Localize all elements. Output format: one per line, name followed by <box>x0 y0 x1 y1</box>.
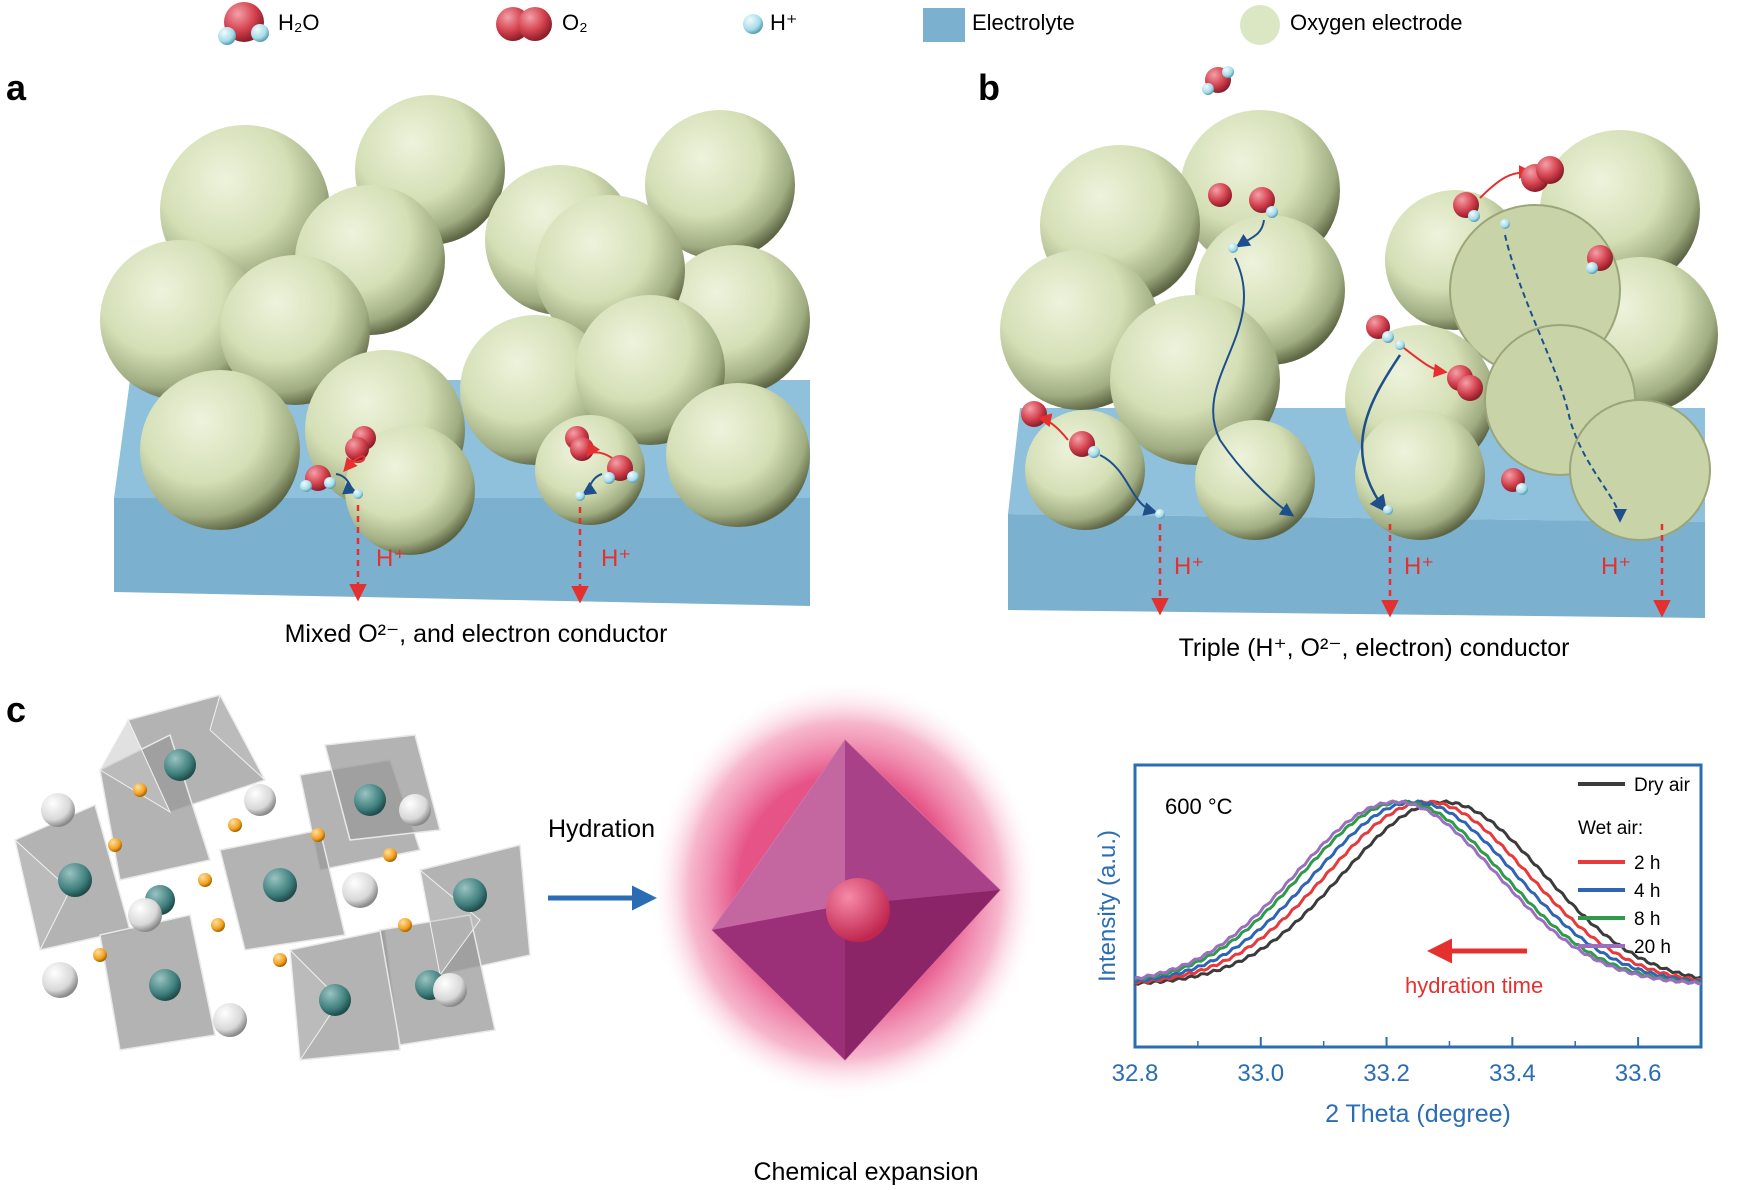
series-line-8-h <box>1134 799 1702 986</box>
hydration-label: Hydration <box>548 815 655 843</box>
proton-label-a2: H⁺ <box>601 545 631 572</box>
proton-label-b2: H⁺ <box>1404 553 1434 580</box>
chart-frame <box>1133 763 1703 1049</box>
reaction-sites-b: H⁺ H⁺ H⁺ <box>1021 66 1671 618</box>
xrd-chart: 32.8 33.0 33.2 33.4 33.6 600 °C hydration ti… <box>1094 763 1703 1128</box>
y-axis-label: Intensity (a.u.) <box>1094 830 1121 982</box>
floating-water-icon <box>1202 66 1234 95</box>
legend-proton-label: H⁺ <box>770 10 798 35</box>
legend-entry-label: 20 h <box>1634 937 1671 958</box>
electrode-spheres-a <box>100 95 810 555</box>
series-line-4-h <box>1134 799 1702 984</box>
legend: H₂O O₂ H⁺ Electrolyte Oxygen electrode <box>218 2 1462 45</box>
oxygen-molecule-icon <box>496 7 552 41</box>
series-line-dry-air <box>1134 799 1702 986</box>
chart-annotation: 600 °C <box>1165 794 1233 819</box>
panel-c: c <box>6 680 1703 1186</box>
expanded-octahedron <box>650 680 1040 1100</box>
panel-a: a <box>6 67 810 648</box>
electrode-swatch <box>1240 5 1280 45</box>
x-tick-label: 32.8 <box>1112 1060 1159 1087</box>
chart-legend: Dry air 2 h 4 h 8 h 20 h <box>1578 775 1691 958</box>
proton-label-a1: H⁺ <box>376 545 406 572</box>
panel-b: b <box>978 66 1718 662</box>
proton-label-b1: H⁺ <box>1174 553 1204 580</box>
hydration-time-label: hydration time <box>1405 973 1543 998</box>
panel-a-letter: a <box>6 67 27 108</box>
legend-entry-label: 8 h <box>1634 909 1660 930</box>
legend-entry-label: Dry air <box>1634 775 1691 796</box>
panel-b-caption: Triple (H⁺, O²⁻, electron) conductor <box>1179 634 1570 662</box>
water-molecule-icon <box>218 2 269 45</box>
x-tick-label: 33.0 <box>1237 1060 1284 1087</box>
legend-electrode-label: Oxygen electrode <box>1290 10 1462 35</box>
expansion-label: Chemical expansion <box>753 1158 978 1186</box>
legend-electrolyte-label: Electrolyte <box>972 10 1075 35</box>
electrolyte-swatch <box>923 8 965 42</box>
legend-oxygen-label: O₂ <box>562 10 588 35</box>
x-tick-label: 33.2 <box>1363 1060 1410 1087</box>
x-axis-label: 2 Theta (degree) <box>1325 1100 1511 1128</box>
legend-header: Wet air: <box>1578 818 1643 839</box>
panel-a-caption: Mixed O²⁻, and electron conductor <box>285 620 668 648</box>
x-tick-layer: 32.8 33.0 33.2 33.4 33.6 <box>1112 1037 1662 1087</box>
panel-b-letter: b <box>978 67 1000 108</box>
proton-label-b3: H⁺ <box>1601 553 1631 580</box>
series-line-20-h <box>1134 799 1702 986</box>
legend-water-label: H₂O <box>278 10 320 35</box>
electrode-spheres-b <box>1000 110 1718 541</box>
legend-entry-label: 4 h <box>1634 881 1660 902</box>
crystal-structure <box>14 693 531 1062</box>
x-tick-label: 33.6 <box>1615 1060 1662 1087</box>
proton-icon <box>743 14 763 34</box>
reaction-sites-a: H⁺ H⁺ <box>300 426 639 604</box>
panel-c-letter: c <box>6 689 26 730</box>
legend-entry-label: 2 h <box>1634 853 1660 874</box>
x-tick-label: 33.4 <box>1489 1060 1536 1087</box>
